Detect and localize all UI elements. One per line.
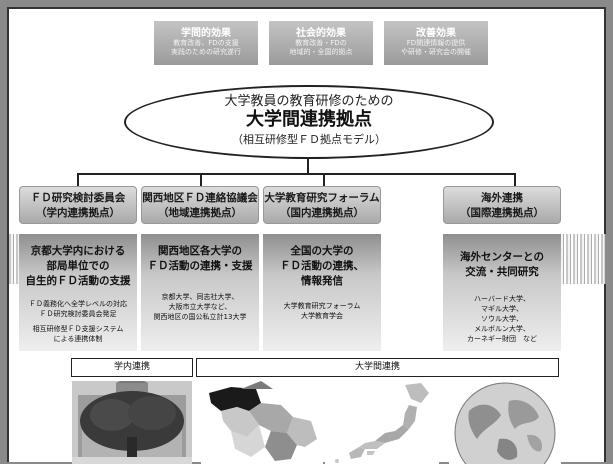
desc-fd-committee: 京都大学内における 部局単位での 自生的ＦＤ活動の支援 ＦＤ義務化へ全学レベルの…	[19, 234, 137, 351]
effect-improvement: 改善効果 FD関連情報の提供 や研修・研究会の開催	[384, 21, 488, 65]
decorative-noise-left	[9, 234, 19, 284]
desc-body-line: カーネギー財団 など	[467, 335, 537, 343]
hub-fd-committee: ＦＤ研究検討委員会 （学内連携拠点）	[19, 186, 137, 224]
desc-head-line: 全国の大学の	[290, 245, 354, 257]
desc-body-line: マギル大学、	[481, 305, 523, 313]
hub-title: 大学教育研究フォーラム	[264, 192, 380, 204]
effect-line: 地域的・全国的拠点	[289, 48, 353, 56]
center-line1: 大学教員の教育研修のための	[224, 94, 394, 109]
desc-body-line: 大学教育研究フォーラム	[283, 302, 361, 310]
desc-head-line: 関西地区各大学の	[158, 245, 242, 257]
hub-forum: 大学教育研究フォーラム （国内連携拠点）	[263, 186, 381, 224]
japan-map	[325, 381, 439, 464]
connector-horizontal	[77, 173, 515, 175]
effect-academic: 学問的効果 教育改善、FDの支援 実践のための研究遂行	[154, 21, 258, 65]
desc-head-line: 京都大学内における	[30, 245, 126, 257]
desc-body-line: 大阪市立大学など、	[168, 303, 232, 311]
desc-body-line: 関西地区の国公私立計13大学	[153, 313, 247, 321]
desc-body-line: 大学教育学会	[301, 312, 343, 320]
center-title: 大学間連携拠点	[246, 109, 372, 130]
connector-drop	[77, 173, 79, 186]
desc-head-line: 自生的ＦＤ活動の支援	[25, 275, 131, 287]
campus-tree-photo	[72, 381, 192, 464]
bar-intra-university: 学内連携	[71, 358, 193, 377]
effect-line: 実践のための研究遂行	[171, 48, 241, 56]
desc-body-line: 相互研修型ＦＤ支援システム	[32, 325, 124, 333]
hub-subtitle: （学内連携拠点）	[36, 207, 120, 219]
desc-body-line: 京都大学、同志社大学、	[161, 293, 239, 301]
center-subtitle: （相互研修型ＦＤ拠点モデル）	[232, 133, 386, 146]
connector-drop	[514, 173, 516, 186]
hub-kansai-council: 関西地区ＦＤ連絡協議会 （地域連携拠点）	[141, 186, 259, 224]
desc-head-line: ＦＤ活動の連携、	[280, 260, 364, 272]
bar-inter-university: 大学間連携	[196, 358, 559, 377]
hub-subtitle: （地域連携拠点）	[158, 207, 242, 219]
effect-line: 教育改善、FDの支援	[173, 39, 239, 47]
hub-title: 関西地区ＦＤ連絡協議会	[142, 192, 258, 204]
effect-title: 改善効果	[416, 28, 456, 39]
hub-title: ＦＤ研究検討委員会	[30, 192, 126, 204]
hub-title: 海外連携	[481, 192, 523, 204]
hub-subtitle: （国際連携拠点）	[460, 207, 544, 219]
desc-body-line: メルボルン大学、	[474, 325, 530, 333]
diagram-panel: 学問的効果 教育改善、FDの支援 実践のための研究遂行 社会的効果 教育改善・F…	[7, 7, 606, 464]
effect-title: 社会的効果	[296, 28, 346, 39]
hub-overseas: 海外連携 （国際連携拠点）	[443, 186, 561, 224]
effect-line: 教育改善・FDの	[295, 39, 347, 47]
desc-head-line: 部局単位での	[46, 260, 110, 272]
central-hub-oval: 大学教員の教育研修のための 大学間連携拠点 （相互研修型ＦＤ拠点モデル）	[124, 85, 494, 159]
effect-line: FD関連情報の提供	[406, 39, 466, 47]
world-globe	[449, 381, 561, 464]
connector-drop	[323, 173, 325, 186]
desc-body-line: ソウル大学、	[481, 315, 523, 323]
kansai-map	[201, 381, 323, 464]
desc-body-line: ハーバード大学、	[474, 295, 530, 303]
desc-body-line: ＦＤ研究検討委員会発足	[39, 310, 117, 318]
desc-head-line: 交流・共同研究	[465, 266, 539, 278]
effect-social: 社会的効果 教育改善・FDの 地域的・全国的拠点	[269, 21, 373, 65]
connector-drop	[200, 173, 202, 186]
desc-head-line: 情報発信	[301, 275, 343, 287]
desc-forum: 全国の大学の ＦＤ活動の連携、 情報発信 大学教育研究フォーラム 大学教育学会	[263, 234, 381, 351]
desc-body-line: ＦＤ義務化へ全学レベルの対応	[29, 300, 127, 308]
effect-line: や研修・研究会の開催	[401, 48, 471, 56]
hub-subtitle: （国内連携拠点）	[280, 207, 364, 219]
desc-overseas: 海外センターとの 交流・共同研究 ハーバード大学、 マギル大学、 ソウル大学、 …	[443, 234, 561, 351]
desc-body-line: による連携体制	[53, 335, 103, 343]
effect-title: 学問的効果	[181, 28, 231, 39]
desc-kansai-council: 関西地区各大学の ＦＤ活動の連携・支援 京都大学、同志社大学、 大阪市立大学など…	[141, 234, 259, 351]
decorative-noise-right	[559, 234, 606, 284]
desc-head-line: 海外センターとの	[460, 251, 544, 263]
desc-head-line: ＦＤ活動の連携・支援	[147, 260, 253, 272]
connector-vertical	[307, 159, 309, 173]
